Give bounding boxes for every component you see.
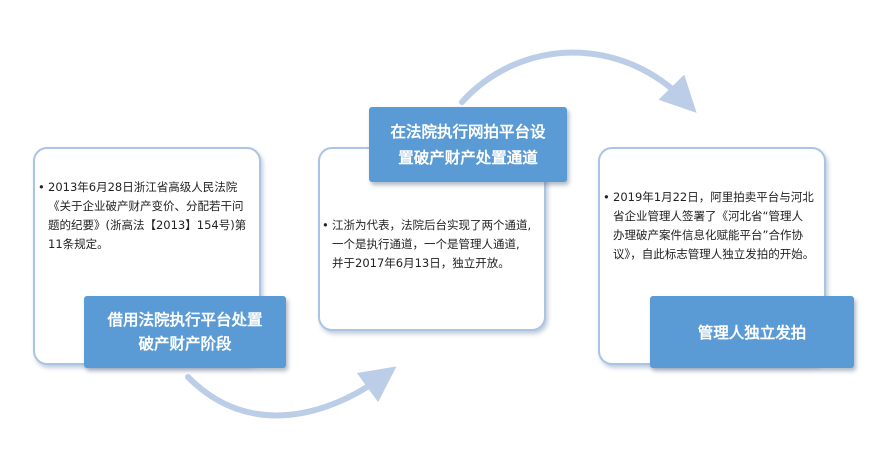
stage-1-title-line: 破产财产阶段 xyxy=(138,335,232,353)
stage-3-line: 省企业管理人签署了《河北省“管理人 xyxy=(613,209,803,223)
arrow-top-curve xyxy=(459,49,697,113)
stage-2-label: 在法院执行网拍平台设 置破产财产处置通道 xyxy=(369,107,567,182)
stage-1-bullet: • 2013年6月28日浙江省高级人民法院 《关于企业破产财产变价、分配若干问 … xyxy=(38,178,258,254)
bullet-icon: • xyxy=(38,180,45,194)
stage-2-line: 江浙为代表，法院后台实现了两个通道, xyxy=(332,218,532,232)
stage-3-bullet: • 2019年1月22日，阿里拍卖平台与河北 省企业管理人签署了《河北省“管理人… xyxy=(603,188,825,264)
stage-1-line: 《关于企业破产财产变价、分配若干问 xyxy=(48,199,244,213)
stage-3-line: 办理破产案件信息化赋能平台”合作协 xyxy=(613,228,803,242)
stage-3-line: 2019年1月22日，阿里拍卖平台与河北 xyxy=(613,190,814,204)
stage-1-label: 借用法院执行平台处置 破产财产阶段 xyxy=(84,296,286,368)
stage-2-title-line: 置破产财产处置通道 xyxy=(398,148,538,167)
stage-3-line: 议》，自此标志管理人独立发拍的开始。 xyxy=(613,247,815,261)
arrow-bottom-curve xyxy=(185,366,397,419)
stage-1-title-line: 借用法院执行平台处置 xyxy=(107,311,263,329)
stage-3-label: 管理人独立发拍 xyxy=(650,296,854,368)
stage-2-title-line: 在法院执行网拍平台设 xyxy=(390,122,546,141)
stage-1-line: 11条规定。 xyxy=(48,237,109,251)
bullet-icon: • xyxy=(322,218,329,232)
stage-3-title-line: 管理人独立发拍 xyxy=(697,324,807,342)
bullet-icon: • xyxy=(603,190,610,204)
stage-2-bullet: • 江浙为代表，法院后台实现了两个通道, 一个是执行通道，一个是管理人通道, 并… xyxy=(322,216,546,273)
stage-2-line: 一个是执行通道，一个是管理人通道, xyxy=(332,237,520,251)
stage-1-line: 2013年6月28日浙江省高级人民法院 xyxy=(48,180,238,194)
stage-2-line: 并于2017年6月13日，独立开放。 xyxy=(332,256,510,270)
stage-1-line: 题的纪要》(浙高法【2013】154号)第 xyxy=(48,218,247,232)
